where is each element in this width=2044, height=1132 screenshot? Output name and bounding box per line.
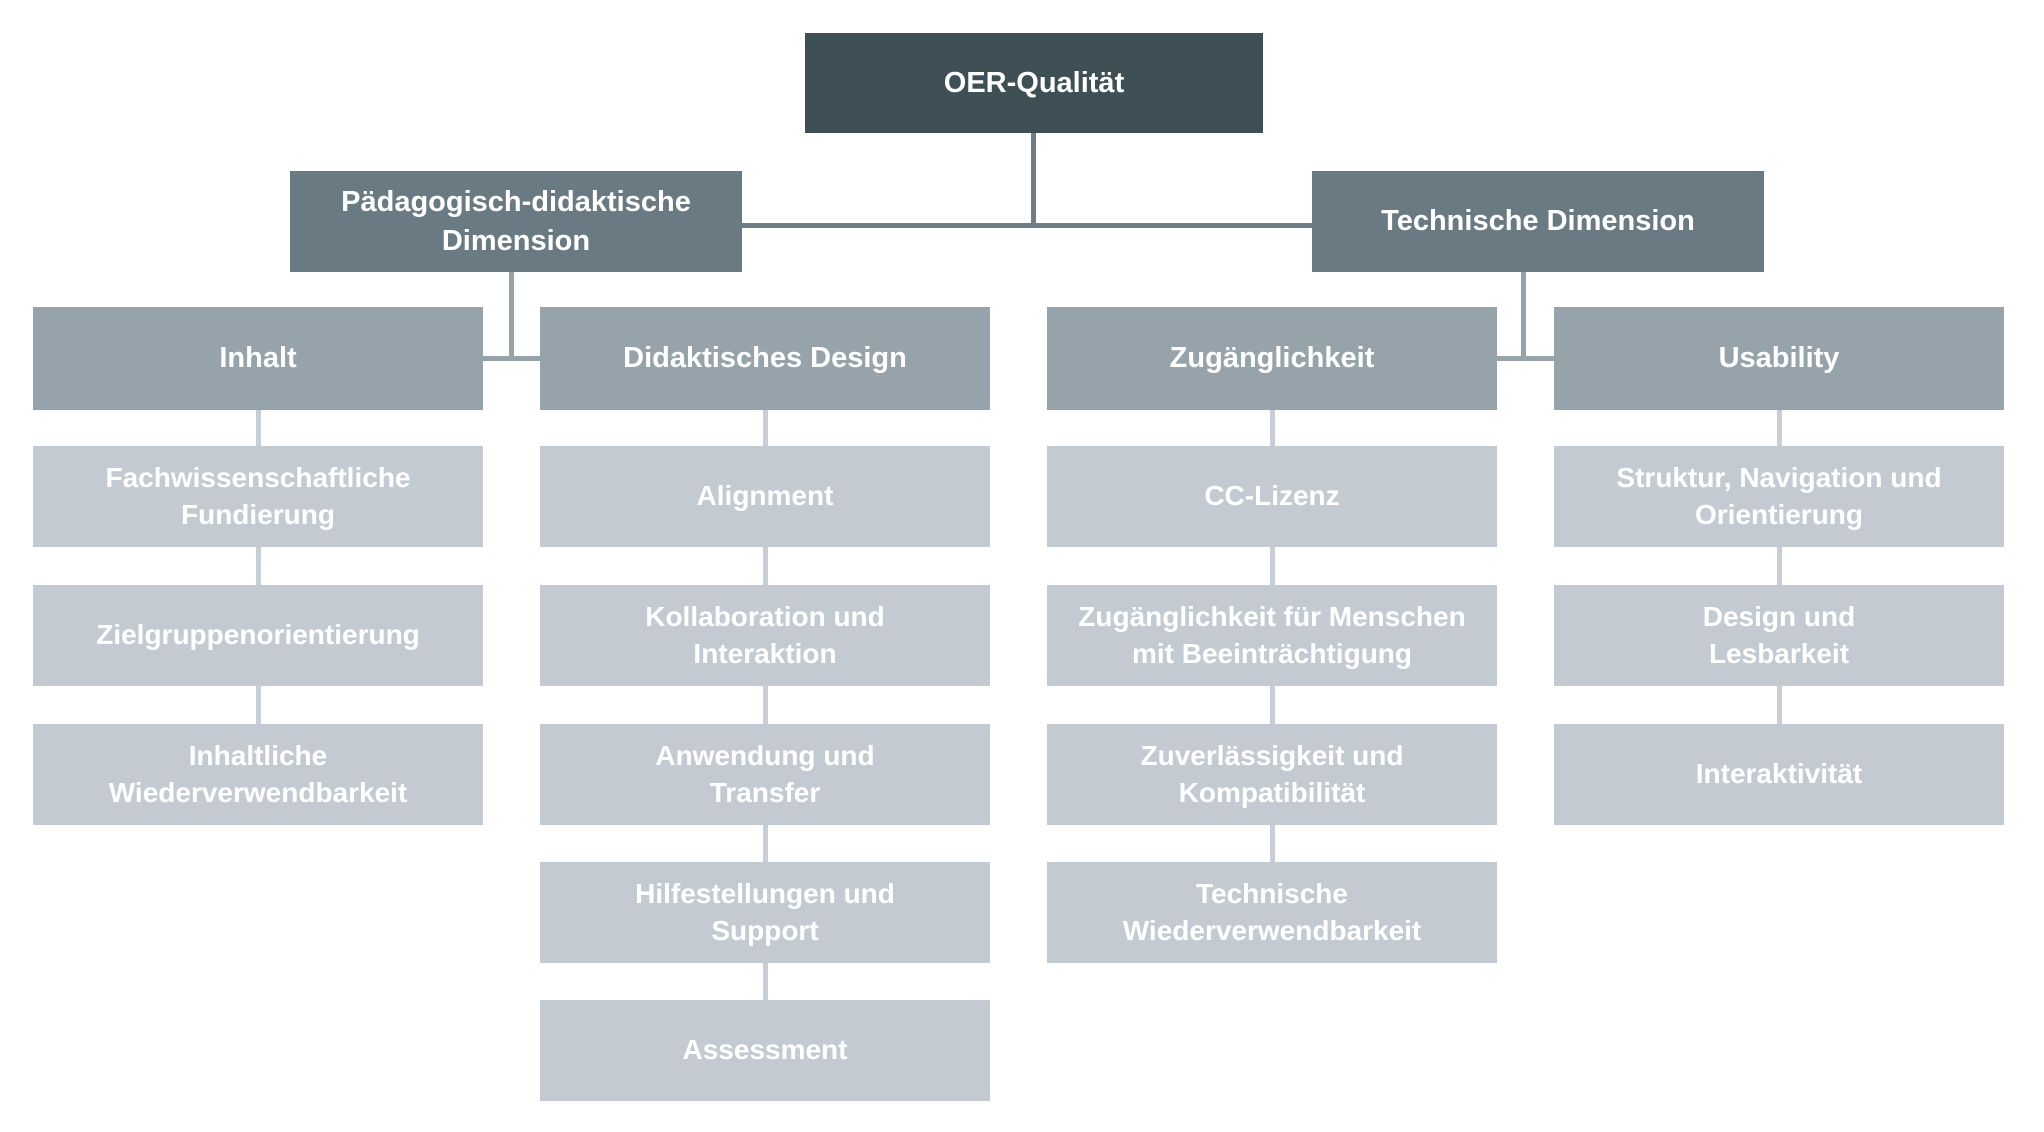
node-hilfestellungen-und-support: Hilfestellungen und Support	[540, 862, 990, 963]
node-inhaltliche-wiederverwendbarkeit: Inhaltliche Wiederverwendbarkeit	[33, 724, 483, 825]
connector-paedagogisch-vertical	[509, 272, 514, 361]
node-technische-dimension: Technische Dimension	[1312, 171, 1764, 272]
connector-zugaenglichkeit-1	[1270, 410, 1275, 446]
connector-paedagogisch-horizontal	[483, 356, 540, 361]
node-inhalt: Inhalt	[33, 307, 483, 410]
connector-zugaenglichkeit-4	[1270, 825, 1275, 862]
node-fachwissenschaftliche-fundierung: Fachwissenschaftliche Fundierung	[33, 446, 483, 547]
connector-technisch-horizontal	[1497, 356, 1554, 361]
connector-didaktik-3	[763, 686, 768, 724]
node-struktur-navigation-orientierung: Struktur, Navigation und Orientierung	[1554, 446, 2004, 547]
connector-root-horizontal	[742, 223, 1312, 228]
connector-usability-3	[1777, 686, 1782, 724]
connector-didaktik-4	[763, 825, 768, 862]
node-anwendung-und-transfer: Anwendung und Transfer	[540, 724, 990, 825]
node-didaktisches-design: Didaktisches Design	[540, 307, 990, 410]
node-zugaenglichkeit-beeintraechtigung: Zugänglichkeit für Menschen mit Beeinträ…	[1047, 585, 1497, 686]
node-paedagogisch-didaktische-dimension: Pädagogisch-didaktische Dimension	[290, 171, 742, 272]
node-technische-wiederverwendbarkeit: Technische Wiederverwendbarkeit	[1047, 862, 1497, 963]
node-design-und-lesbarkeit: Design und Lesbarkeit	[1554, 585, 2004, 686]
connector-inhalt-3	[256, 686, 261, 724]
node-zugaenglichkeit: Zugänglichkeit	[1047, 307, 1497, 410]
node-zielgruppenorientierung: Zielgruppenorientierung	[33, 585, 483, 686]
connector-didaktik-2	[763, 547, 768, 585]
connector-usability-2	[1777, 547, 1782, 585]
node-alignment: Alignment	[540, 446, 990, 547]
node-assessment: Assessment	[540, 1000, 990, 1101]
node-usability: Usability	[1554, 307, 2004, 410]
connector-root-vertical	[1031, 133, 1036, 228]
node-zuverlaessigkeit-und-kompatibilitaet: Zuverlässigkeit und Kompatibilität	[1047, 724, 1497, 825]
connector-zugaenglichkeit-2	[1270, 547, 1275, 585]
connector-technisch-vertical	[1521, 272, 1526, 361]
connector-inhalt-1	[256, 410, 261, 446]
connector-inhalt-2	[256, 547, 261, 585]
node-interaktivitaet: Interaktivität	[1554, 724, 2004, 825]
connector-zugaenglichkeit-3	[1270, 686, 1275, 724]
connector-didaktik-1	[763, 410, 768, 446]
node-kollaboration-und-interaktion: Kollaboration und Interaktion	[540, 585, 990, 686]
node-oer-qualitaet: OER-Qualität	[805, 33, 1263, 133]
node-cc-lizenz: CC-Lizenz	[1047, 446, 1497, 547]
connector-didaktik-5	[763, 963, 768, 1000]
connector-usability-1	[1777, 410, 1782, 446]
